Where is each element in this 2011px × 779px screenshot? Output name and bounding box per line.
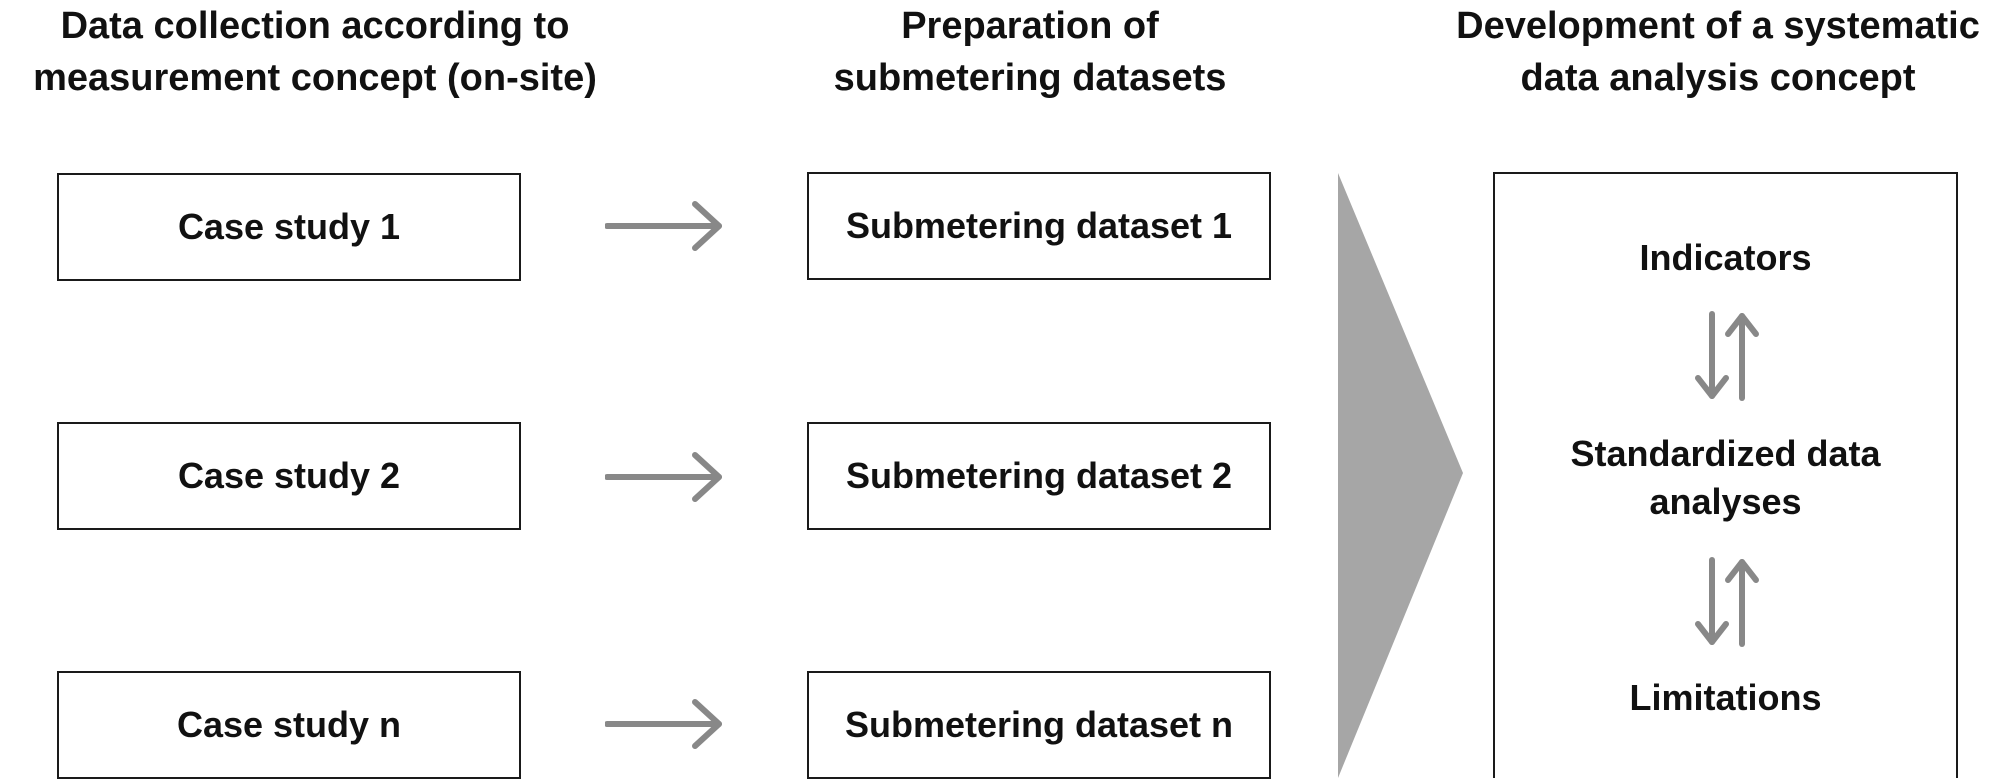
standardized-analyses-line-2: analyses [1649,481,1802,522]
standardized-analyses-label: Standardized data analyses [1495,430,1956,526]
heading-preparation: Preparation of submetering datasets [765,0,1295,104]
chevron-arrow-icon [1338,173,1463,778]
heading-data-collection-line-1: Data collection according to [60,5,570,47]
dataset-box-n: Submetering dataset n [807,671,1271,779]
standardized-analyses-line-1: Standardized data [1570,433,1881,474]
indicators-label: Indicators [1639,237,1812,278]
case-study-box-n: Case study n [57,671,521,779]
case-study-box-1: Case study 1 [57,173,521,281]
heading-development-line-1: Development of a systematic [1456,5,1980,47]
case-study-box-2: Case study 2 [57,422,521,530]
limitations-label: Limitations [1629,677,1822,718]
bidirectional-arrows-icon [1695,311,1759,401]
right-arrow-icon [605,452,722,502]
heading-development: Development of a systematic data analysi… [1425,0,2011,104]
dataset-box-1: Submetering dataset 1 [807,172,1271,280]
heading-development-line-2: data analysis concept [1520,57,1916,99]
heading-data-collection-line-2: measurement concept (on-site) [33,57,597,99]
heading-preparation-line-2: submetering datasets [833,57,1227,99]
heading-data-collection: Data collection according to measurement… [0,0,630,104]
heading-preparation-line-1: Preparation of [901,5,1159,47]
bidirectional-arrows-icon [1695,557,1759,647]
right-arrow-icon [605,201,722,251]
analysis-concept-box: Indicators Standardized data analyses Li… [1493,172,1958,778]
dataset-box-2: Submetering dataset 2 [807,422,1271,530]
right-arrow-icon [605,699,722,749]
